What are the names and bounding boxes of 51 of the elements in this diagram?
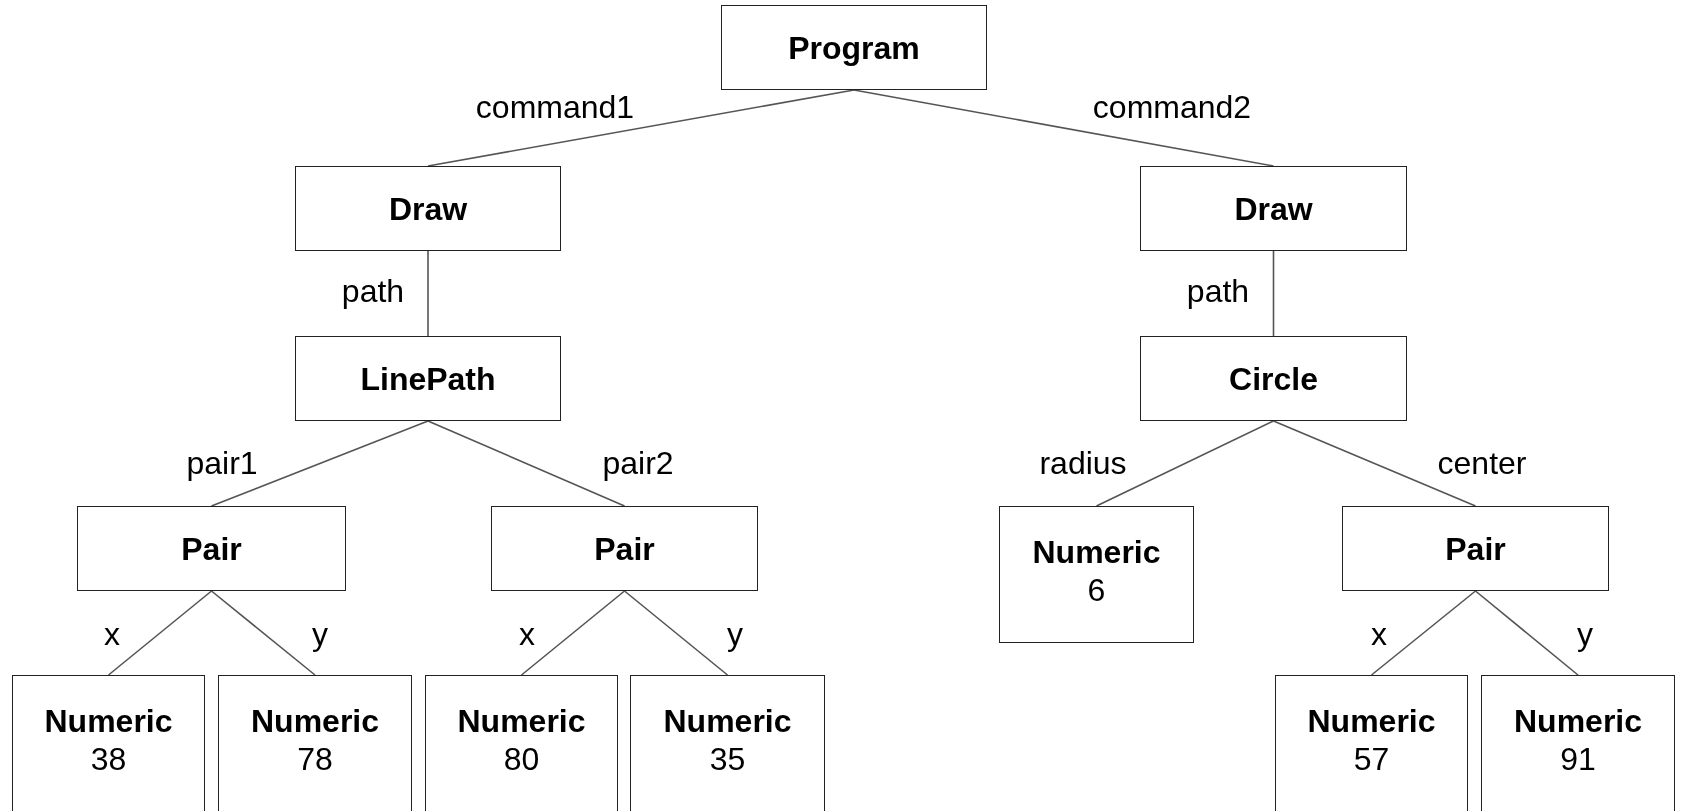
node-value: 80 bbox=[503, 740, 540, 778]
node-type-label: Circle bbox=[1229, 359, 1318, 398]
tree-node-box bbox=[1140, 166, 1407, 251]
node-type-label: Pair bbox=[181, 529, 242, 568]
node-type-label: Pair bbox=[594, 529, 655, 568]
connector-line bbox=[1272, 420, 1477, 507]
node-type-label: Draw bbox=[388, 189, 468, 228]
node-type-label: Pair bbox=[1445, 529, 1506, 568]
tree-node-box bbox=[295, 166, 561, 251]
node-value: 57 bbox=[1353, 740, 1390, 778]
connector-line bbox=[1095, 420, 1275, 507]
tree-node-box bbox=[491, 506, 758, 591]
tree-node-box bbox=[1140, 336, 1407, 421]
node-type-label: Numeric bbox=[1032, 533, 1161, 571]
tree-node-box bbox=[1275, 675, 1468, 811]
node-value: 91 bbox=[1560, 740, 1596, 778]
node-type-label: Numeric bbox=[663, 702, 792, 740]
node-value: 78 bbox=[297, 740, 333, 778]
tree-node-box bbox=[12, 675, 205, 811]
tree-node-box bbox=[1342, 506, 1609, 591]
node-type-label: LinePath bbox=[360, 359, 496, 398]
node-value: 35 bbox=[709, 740, 746, 778]
tree-node-box bbox=[77, 506, 346, 591]
connector-line bbox=[520, 590, 626, 676]
node-type-label: Program bbox=[788, 28, 920, 67]
connector-line bbox=[427, 250, 429, 337]
node-type-label: Numeric bbox=[457, 702, 586, 740]
node-value: 6 bbox=[1087, 571, 1106, 609]
node-value: 38 bbox=[90, 740, 127, 778]
node-type-label: Numeric bbox=[44, 702, 173, 740]
node-type-label: Numeric bbox=[1307, 702, 1436, 740]
tree-node-box bbox=[999, 506, 1194, 643]
node-type-label: Numeric bbox=[250, 702, 379, 740]
connector-line bbox=[210, 420, 429, 507]
tree-node-box bbox=[1481, 675, 1675, 811]
connector-line bbox=[853, 89, 1275, 167]
tree-node-box bbox=[721, 5, 987, 90]
node-type-label: Numeric bbox=[1513, 702, 1642, 740]
tree-node-box bbox=[630, 675, 825, 811]
tree-node-box bbox=[425, 675, 618, 811]
connector-line bbox=[1272, 250, 1275, 337]
connector-line bbox=[107, 590, 213, 676]
node-type-label: Draw bbox=[1234, 189, 1313, 228]
tree-node-box bbox=[218, 675, 412, 811]
connector-line bbox=[427, 89, 855, 167]
connector-line bbox=[623, 590, 729, 676]
connector-line bbox=[1474, 590, 1579, 676]
connector-line bbox=[210, 590, 316, 676]
connector-line bbox=[1370, 590, 1477, 676]
tree-node-box bbox=[295, 336, 561, 421]
connector-line bbox=[427, 420, 626, 507]
